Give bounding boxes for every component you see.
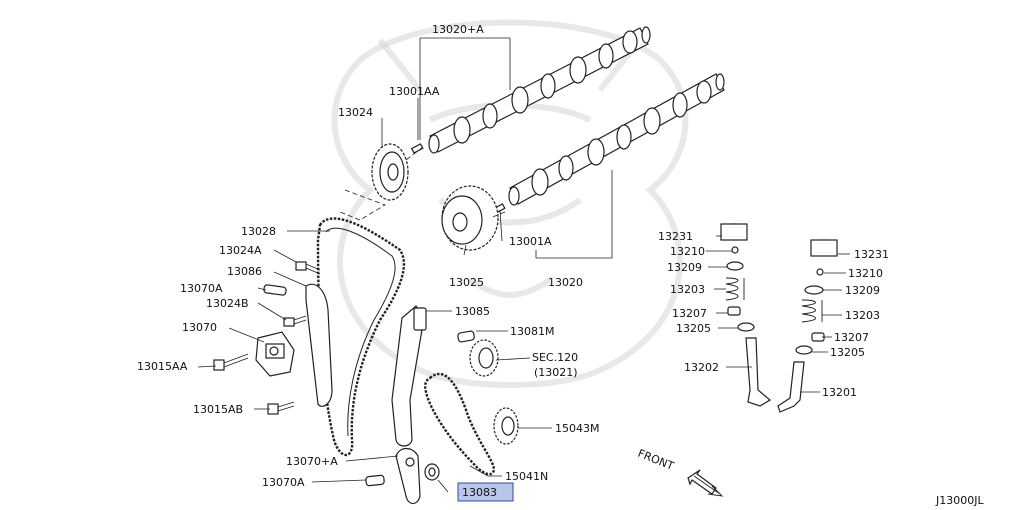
label-13083[interactable]: 13083 — [462, 486, 497, 499]
bolt-13024b — [283, 315, 307, 327]
leader-lines — [197, 37, 850, 493]
bolt-13024a — [295, 261, 321, 275]
dowel-13070a-bottom — [365, 474, 385, 487]
label-13015aa[interactable]: 13015AA — [137, 360, 188, 373]
label-13207-right[interactable]: 13207 — [834, 331, 869, 344]
label-13231-left[interactable]: 13231 — [658, 230, 693, 243]
label-13015ab[interactable]: 13015AB — [193, 403, 243, 416]
vtc-sprocket-13025 — [441, 185, 499, 251]
label-13201[interactable]: 13201 — [822, 386, 857, 399]
label-13203-right[interactable]: 13203 — [845, 309, 880, 322]
valve-13202 — [745, 337, 772, 407]
pin-13081m — [457, 330, 475, 343]
valve-train-right — [777, 239, 838, 413]
valve-train-left — [720, 223, 772, 407]
label-13001a[interactable]: 13001A — [509, 235, 552, 248]
part-labels: 13020+A 13001AA 13024 13028 13024A 13086… — [137, 23, 889, 499]
label-15043m[interactable]: 15043M — [555, 422, 599, 435]
label-13070a-top[interactable]: 13070A — [180, 282, 223, 295]
label-13020[interactable]: 13020 — [548, 276, 583, 289]
label-13020-plus-a[interactable]: 13020+A — [432, 23, 484, 36]
label-13202[interactable]: 13202 — [684, 361, 719, 374]
label-13205-right[interactable]: 13205 — [830, 346, 865, 359]
shim-left — [731, 246, 739, 254]
nut-13083[interactable] — [424, 463, 440, 481]
spring-seat-left — [737, 322, 755, 332]
oil-pump-sprocket-15043m — [493, 407, 519, 445]
label-13210-right[interactable]: 13210 — [848, 267, 883, 280]
front-label: FRONT — [636, 447, 676, 473]
label-13070[interactable]: 13070 — [182, 321, 217, 334]
valve-13201 — [777, 361, 805, 413]
label-13085[interactable]: 13085 — [455, 305, 490, 318]
label-13203-left[interactable]: 13203 — [670, 283, 705, 296]
timing-chain-13028 — [316, 217, 406, 457]
label-13205-left[interactable]: 13205 — [676, 322, 711, 335]
dowel-13070a-top — [263, 284, 287, 296]
label-13028[interactable]: 13028 — [241, 225, 276, 238]
oil-pump-chain-15041n — [424, 372, 496, 476]
tensioner-arm-13085 — [391, 305, 425, 447]
bolt-13015ab — [267, 401, 295, 415]
chain-guide-13086 — [305, 283, 333, 407]
label-13024b[interactable]: 13024B — [206, 297, 249, 310]
label-13231-right[interactable]: 13231 — [854, 248, 889, 261]
label-13210-left[interactable]: 13210 — [670, 245, 705, 258]
chain-tensioner-13070 — [255, 331, 295, 377]
camshaft-13020-plus-a — [428, 26, 651, 154]
label-13070a-bottom[interactable]: 13070A — [262, 476, 305, 489]
label-13207-left[interactable]: 13207 — [672, 307, 707, 320]
label-sec120[interactable]: SEC.120 — [532, 351, 578, 364]
label-13001aa[interactable]: 13001AA — [389, 85, 440, 98]
highlight-box-13083 — [457, 482, 514, 502]
diagram-code: J13000JL — [935, 494, 984, 507]
label-13086[interactable]: 13086 — [227, 265, 262, 278]
sprocket-13024 — [371, 143, 409, 201]
valve-seal-left — [727, 306, 741, 316]
front-arrow — [687, 469, 724, 497]
label-15041n[interactable]: 15041N — [505, 470, 548, 483]
crank-sprocket-13021 — [469, 339, 499, 377]
spring-retainer-left — [726, 261, 744, 271]
camshaft-13020 — [508, 73, 725, 206]
label-13209-right[interactable]: 13209 — [845, 284, 880, 297]
tensioner-bracket — [413, 307, 427, 331]
dowel-pin-13001aa — [410, 143, 424, 154]
label-sec120-sub[interactable]: (13021) — [534, 366, 578, 379]
label-13070-plus-a[interactable]: 13070+A — [286, 455, 338, 468]
bolt-13015aa — [213, 353, 249, 371]
label-13209-left[interactable]: 13209 — [667, 261, 702, 274]
label-13025[interactable]: 13025 — [449, 276, 484, 289]
label-13081m[interactable]: 13081M — [510, 325, 554, 338]
label-13024[interactable]: 13024 — [338, 106, 373, 119]
label-13024a[interactable]: 13024A — [219, 244, 262, 257]
tensioner-13070-plus-a — [395, 447, 421, 505]
